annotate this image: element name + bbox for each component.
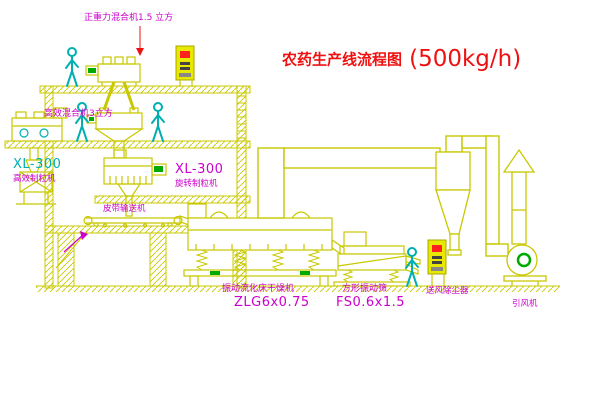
fluid-bed-dryer-machine: [183, 203, 337, 287]
motor-green: [88, 68, 96, 73]
label-dust-collector: 送风除尘器: [426, 286, 469, 296]
dimension-marks: [63, 26, 144, 253]
label-belt-conveyor: 皮带输送机: [103, 204, 146, 214]
label-mid-granulator-name: 旋转制粒机: [175, 179, 218, 189]
fan-motor-green: [516, 252, 532, 268]
ladder-rungs: [237, 95, 246, 139]
diagram-title: 农药生产线流程图 (500kg/h): [282, 46, 521, 72]
control-panel-right: [427, 239, 447, 286]
ground-line: [36, 285, 560, 292]
induced-draft-fan-machine: [503, 244, 547, 286]
label-dryer-name: 振动流化床干燥机: [222, 284, 295, 294]
base-green: [300, 271, 310, 275]
cyclone-dust-collector: [435, 151, 471, 256]
label-efficient-mixer: 高效混合机3立方: [44, 109, 113, 119]
label-screen-model: FS0.6x1.5: [336, 295, 406, 310]
base-green: [210, 271, 220, 275]
worker-figure: [65, 47, 79, 87]
label-dryer-model: ZLG6x0.75: [234, 295, 310, 310]
label-gravity-mixer: 正重力混合机1.5 立方: [84, 13, 174, 23]
motor-green: [154, 166, 163, 172]
vibrating-screen-machine: [333, 231, 421, 287]
label-left-granulator-name: 高效制粒机: [13, 174, 56, 184]
control-panel-top: [175, 45, 195, 87]
worker-figure: [151, 102, 165, 142]
building-structure: [4, 85, 251, 289]
diagram-title-text: 农药生产线流程图: [282, 50, 403, 69]
exhaust-stack: [502, 148, 536, 245]
exhaust-duct: [257, 135, 509, 257]
left-granulator-machine: [11, 107, 68, 205]
label-induced-fan: 引风机: [512, 299, 538, 309]
rotary-granulator-machine: [103, 149, 167, 217]
label-screen-name: 方形振动筛: [342, 284, 388, 294]
label-left-granulator-model: XL-300: [13, 157, 62, 172]
label-mid-granulator-model: XL-300: [175, 162, 224, 177]
belt-conveyor-machine: [83, 215, 193, 228]
worker-figure: [405, 247, 419, 287]
gravity-mixer-machine: [85, 56, 141, 111]
motor-green: [89, 117, 94, 121]
diagram-title-capacity: (500kg/h): [409, 46, 522, 72]
